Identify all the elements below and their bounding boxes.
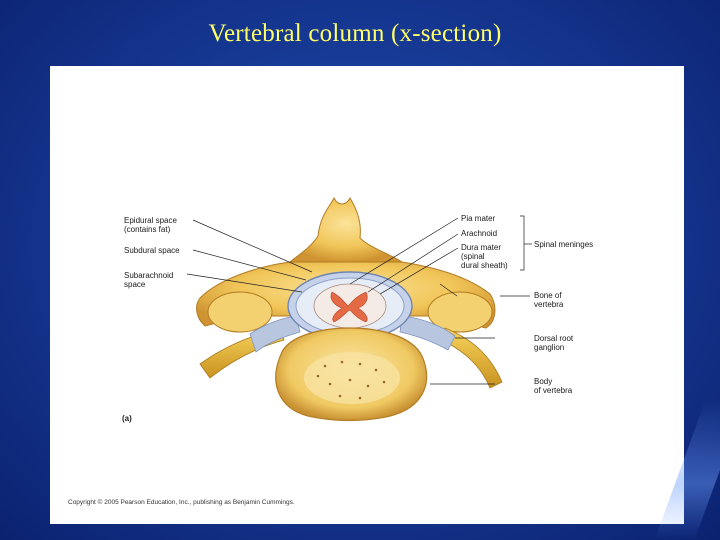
label-subarachnoid-space: space bbox=[124, 280, 146, 289]
label-dura-mater: Dura mater bbox=[461, 243, 501, 252]
articular-process-right bbox=[427, 291, 493, 333]
label-subarachnoid: Subarachnoid bbox=[124, 271, 173, 280]
label-bone-of: Bone of bbox=[534, 291, 562, 300]
label-vertebra: vertebra bbox=[534, 300, 564, 309]
label-ganglion: ganglion bbox=[534, 343, 564, 352]
label-arachnoid: Arachnoid bbox=[461, 229, 497, 238]
spinous-process bbox=[288, 196, 404, 263]
grey-matter bbox=[330, 291, 368, 323]
label-epidural-space: Epidural space bbox=[124, 216, 177, 225]
panel-label: (a) bbox=[122, 414, 132, 423]
articular-process-left bbox=[207, 291, 273, 333]
label-epidural-fat: (contains fat) bbox=[124, 225, 171, 234]
label-spinal-meninges: Spinal meninges bbox=[534, 240, 593, 249]
label-dura-spinal: (spinal bbox=[461, 252, 485, 261]
vertebra-diagram: Epidural space (contains fat) Subdural s… bbox=[68, 196, 593, 506]
label-pia-mater: Pia mater bbox=[461, 214, 496, 223]
trabecular-dots bbox=[316, 360, 386, 400]
spinal-nerve-right bbox=[441, 327, 503, 389]
label-dura-sheath: dural sheath) bbox=[461, 261, 508, 270]
figure-panel: Epidural space (contains fat) Subdural s… bbox=[50, 66, 684, 524]
label-subdural-space: Subdural space bbox=[124, 246, 180, 255]
dura-sheath-right bbox=[399, 315, 456, 351]
slide-title: Vertebral column (x-section) bbox=[208, 20, 502, 47]
dura-sheath-left bbox=[249, 315, 301, 353]
label-of-vertebra: of vertebra bbox=[534, 386, 573, 395]
leader-lines bbox=[186, 215, 532, 385]
label-dorsal-root: Dorsal root bbox=[534, 334, 574, 343]
vertebral-body-spongy bbox=[304, 352, 400, 404]
label-body: Body bbox=[534, 377, 552, 386]
copyright-notice: Copyright © 2005 Pearson Education, Inc.… bbox=[68, 498, 295, 506]
